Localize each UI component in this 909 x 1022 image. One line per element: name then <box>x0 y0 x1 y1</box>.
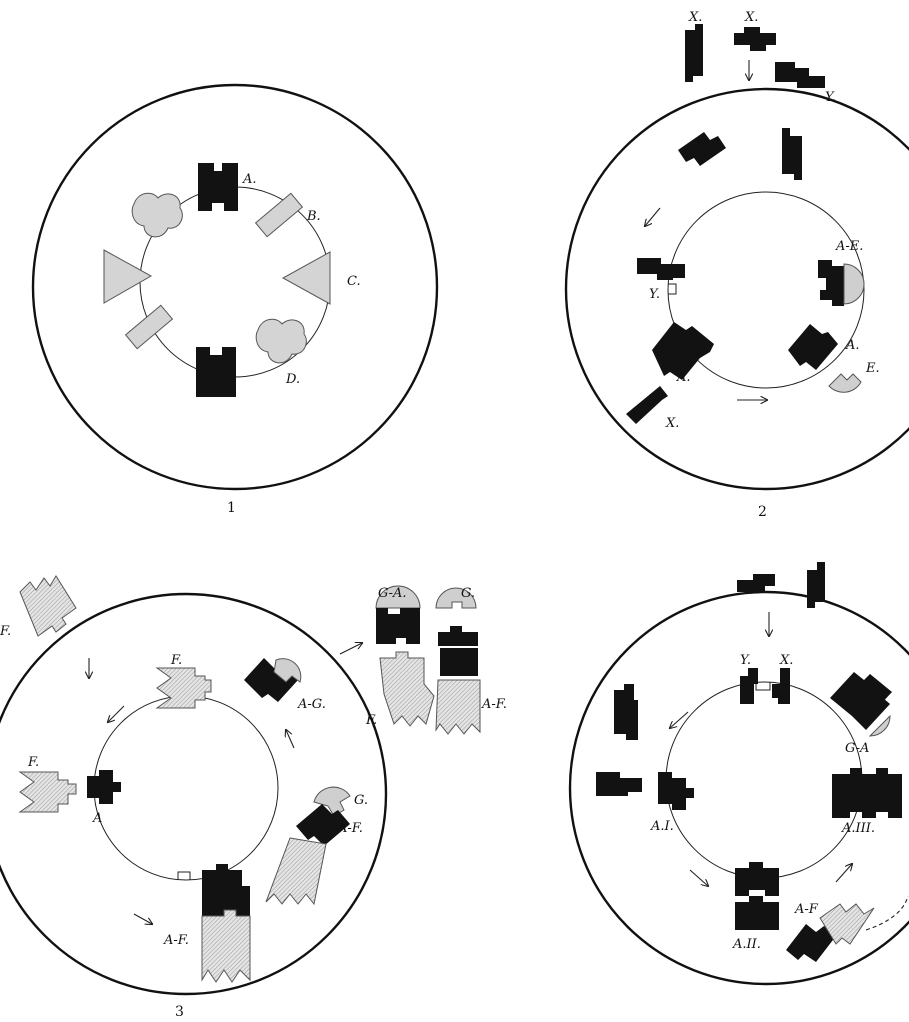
label-y: Y. <box>740 653 751 668</box>
piece-x-bottom <box>626 386 668 424</box>
label-e: E. <box>865 361 880 376</box>
label-y-inner: Y. <box>649 287 660 302</box>
piece-f-top <box>157 668 211 708</box>
piece-a-left <box>87 770 121 804</box>
label-a-i: A.I. <box>650 819 674 834</box>
piece-f-bottom <box>202 910 250 982</box>
label-d: D. <box>285 372 300 387</box>
label-a-f-right: A-F. <box>337 821 363 836</box>
label-a-left: A. <box>676 370 691 385</box>
panel-4: Y. X. G-A A.I. A.III. A-F A.II. <box>570 562 909 984</box>
arrow-3-c <box>286 730 294 748</box>
panel-3-notch <box>178 872 190 880</box>
piece-top-right <box>807 562 825 608</box>
piece-g-a <box>830 672 892 730</box>
label-a-f-outside: A-F. <box>481 697 507 712</box>
panel-2-notch <box>668 284 676 294</box>
label-x: X. <box>779 653 793 668</box>
panel-1-number: 1 <box>227 500 236 516</box>
label-a-f: A-F <box>794 902 819 917</box>
label-f-outside-2: F. <box>365 713 377 728</box>
arrow-diag <box>645 208 660 226</box>
label-f-outside: F. <box>0 624 11 639</box>
piece-f-outside <box>20 576 76 636</box>
piece-a-ii-bottom <box>735 896 779 930</box>
piece-a-ii-top <box>735 862 779 896</box>
piece-f-outside-3 <box>436 680 480 734</box>
piece-left-lower <box>596 772 642 796</box>
arrow-3-e <box>340 643 362 654</box>
label-g-outside: G. <box>461 586 475 601</box>
piece-d-lower <box>256 319 306 363</box>
label-x-bottom: X. <box>665 416 679 431</box>
label-a-e: A-E. <box>835 239 863 254</box>
piece-b-upper <box>256 193 303 236</box>
label-x-1: X. <box>688 10 702 25</box>
piece-a-bottom <box>202 864 250 916</box>
dashed-path <box>866 896 908 930</box>
piece-x-top-left <box>685 24 703 82</box>
panel-1-outer-circle <box>33 85 437 489</box>
panel-3-inner-circle <box>94 696 278 880</box>
label-g-a: G-A <box>845 741 869 756</box>
piece-f-right <box>266 838 326 904</box>
piece-c-left <box>104 250 151 303</box>
label-a-f-bottom: A-F. <box>163 933 189 948</box>
panel-2-number: 2 <box>758 504 767 520</box>
piece-f-left <box>20 772 76 812</box>
arrow-4-b <box>690 870 708 886</box>
label-f-top: F. <box>170 653 182 668</box>
label-g: G. <box>354 793 368 808</box>
label-a: A. <box>242 172 257 187</box>
label-g-a: G-A. <box>378 586 407 601</box>
piece-e-attached <box>844 264 864 304</box>
piece-a-top <box>198 163 238 211</box>
piece-b-lower <box>126 305 173 348</box>
arrow-4-c <box>836 864 852 882</box>
label-f-left: F. <box>27 755 39 770</box>
piece-c-right <box>283 252 330 304</box>
piece-a-iii <box>832 768 902 818</box>
piece-a-e <box>818 260 844 306</box>
piece-x <box>772 668 790 704</box>
piece-a-outside-1 <box>376 608 420 644</box>
label-c: C. <box>347 274 361 289</box>
label-a: A <box>92 811 102 826</box>
piece-a-right-inside <box>788 324 838 370</box>
arrow-4-a <box>670 712 688 728</box>
piece-left-upper <box>614 684 638 740</box>
piece-y-top <box>775 62 825 88</box>
piece-a-bottom <box>196 347 236 397</box>
label-a-ii: A.II. <box>732 937 761 952</box>
piece-x-top-mid <box>734 27 776 51</box>
piece-y-inner <box>637 258 685 280</box>
label-x-2: X. <box>744 10 758 25</box>
panel-3: F. G-A. G. F. A-F. F. A-G. F. A G. A-F. … <box>0 576 507 1020</box>
panel-3-number: 3 <box>175 1004 184 1020</box>
panel-2: X. X. Y. Y. A-E. A. A. E. X. 2 <box>566 10 909 520</box>
label-y-top: Y. <box>825 90 836 105</box>
arrow-3-b <box>108 706 124 722</box>
piece-x-inside-left <box>678 132 726 166</box>
arrow-3-d <box>134 914 152 924</box>
piece-e-free <box>829 374 861 392</box>
label-a-iii: A.III. <box>841 821 875 836</box>
piece-f-outside-2 <box>380 652 434 726</box>
piece-x-inside-right <box>782 128 802 180</box>
label-a-right: A. <box>845 338 860 353</box>
label-b: B. <box>306 209 321 224</box>
piece-a-outside-2 <box>438 626 478 676</box>
piece-y <box>740 668 758 704</box>
panel-4-notch <box>756 682 770 690</box>
panel-1: A. B. C. D. 1 <box>33 85 437 516</box>
piece-d-upper <box>132 193 182 237</box>
label-a-g: A-G. <box>297 697 326 712</box>
piece-top-left <box>737 574 775 592</box>
piece-a-i <box>658 772 694 810</box>
